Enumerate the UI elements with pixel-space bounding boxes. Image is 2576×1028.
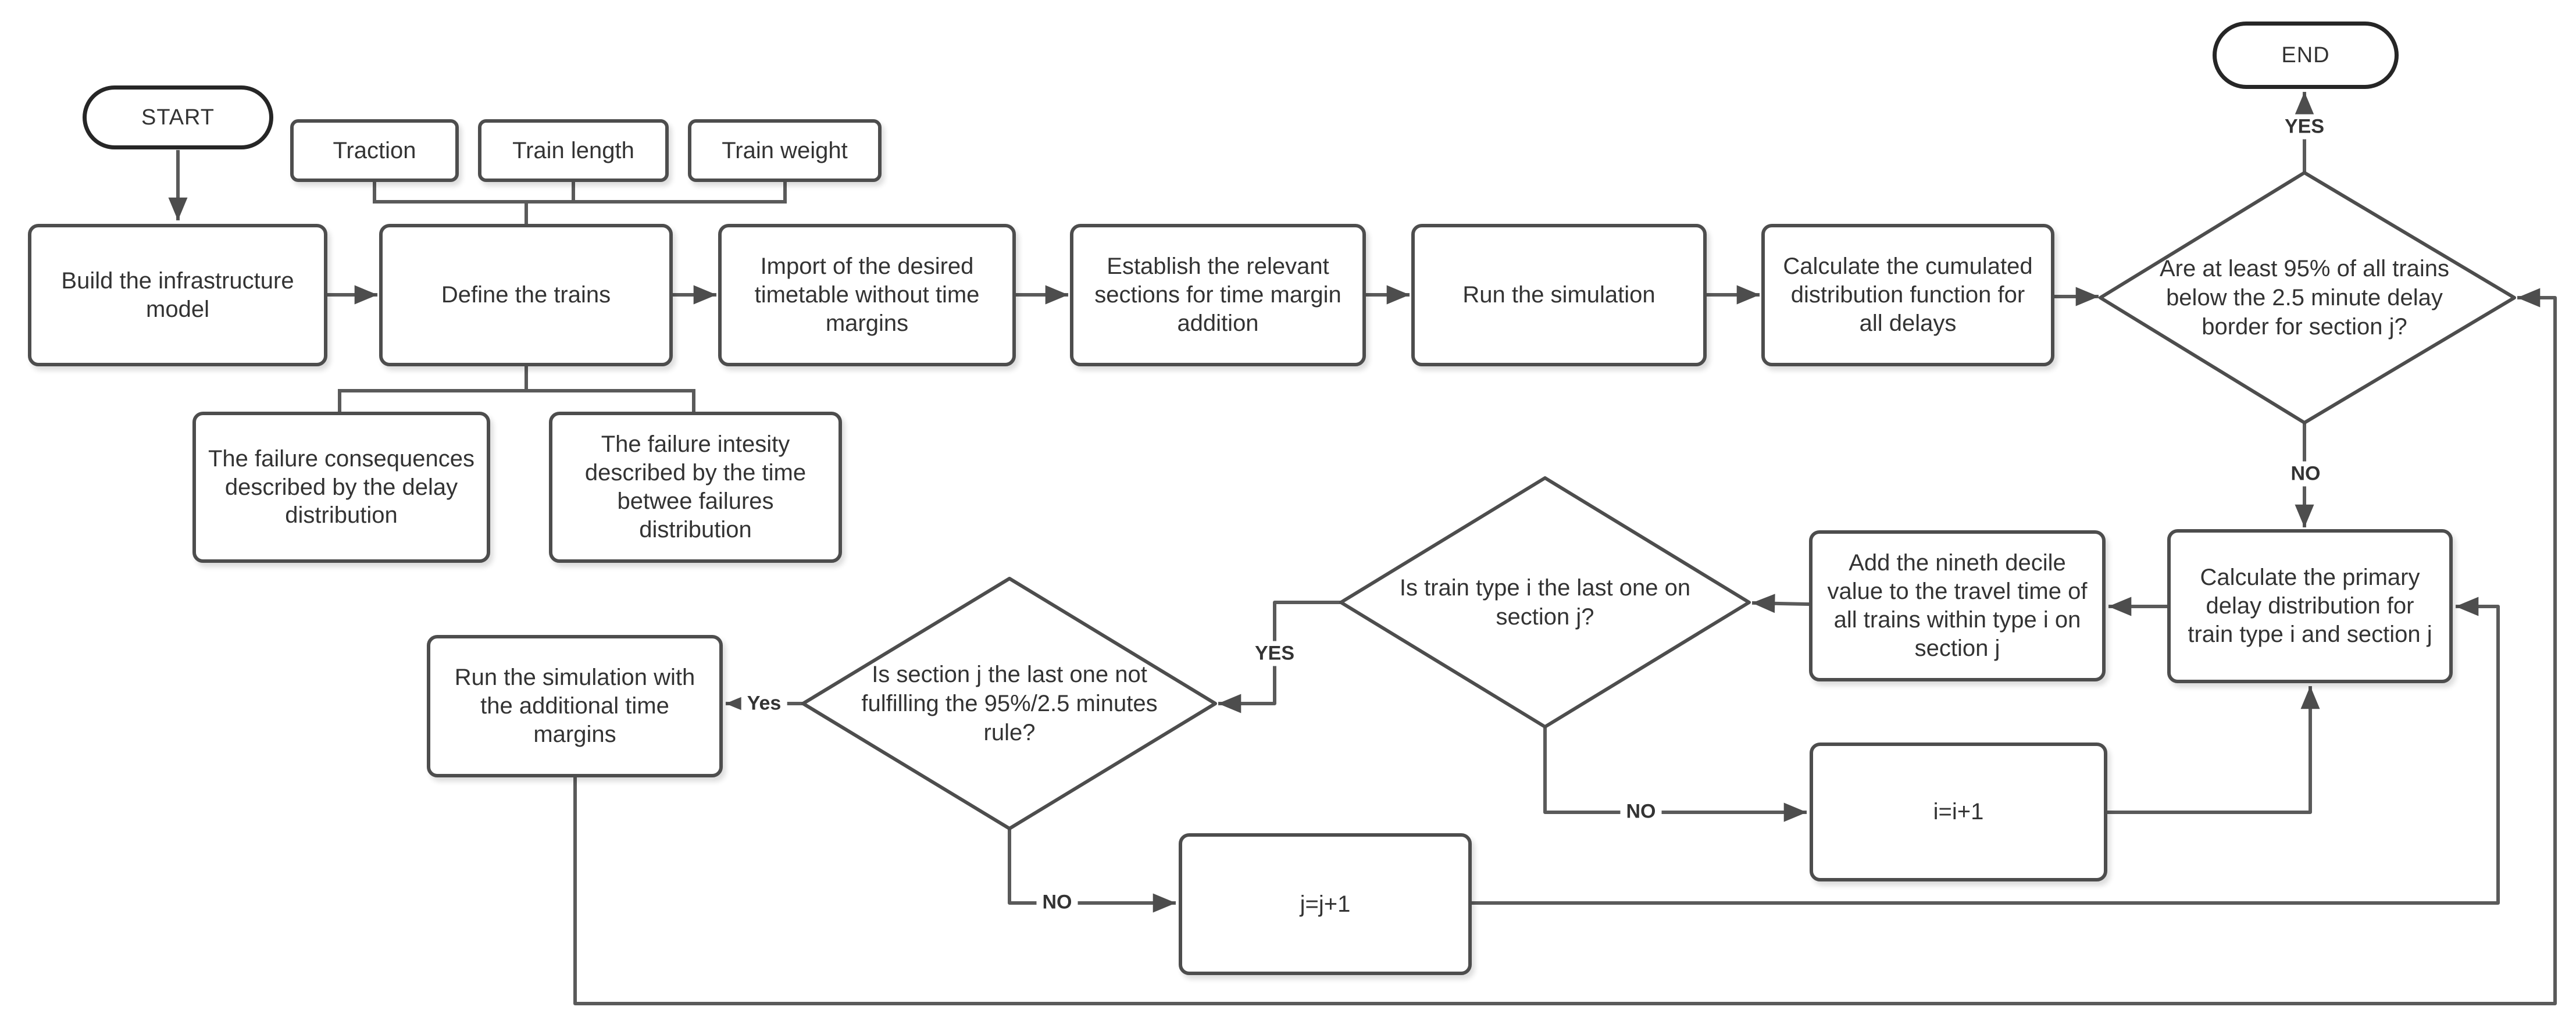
calc-primary-label: Calculate the primary delay distribution… [2188,565,2432,647]
decision-section-label: Is section j the last one not fulfilling… [861,662,1158,745]
train-length-node: Train length [478,119,669,182]
run-simulation-node: Run the simulation [1411,224,1707,366]
run-margins-node: Run the simulation with the additional t… [427,635,723,777]
decisionsection-yes-label: Yes [741,691,787,716]
calc-cumulated-node: Calculate the cumulated distribution fun… [1761,224,2054,366]
edge-decisionsection-no-to-j [1008,828,1176,913]
decisiontrain-yes-label: YES [1248,641,1301,666]
decisiontrain-no-label: NO [1620,799,1662,824]
end-node: END [2213,22,2399,89]
decision-95-shape [2099,171,2516,424]
i-increment-label: i=i+1 [1933,799,1984,825]
import-timetable-node: Import of the desired timetable without … [718,224,1016,366]
decision-train-type-shape [1339,476,1751,729]
run-margins-label: Run the simulation with the additional t… [454,665,695,747]
calc-primary-node: Calculate the primary delay distribution… [2167,529,2453,683]
decision-95-label: Are at least 95% of all trains below the… [2159,256,2450,340]
i-increment-node: i=i+1 [1810,743,2107,881]
start-label: START [141,105,215,130]
edge-i-loop-to-calcprimary [2107,686,2320,814]
add-nineth-decile-label: Add the nineth decile value to the trave… [1827,550,2088,661]
failure-intensity-label: The failure intesity described by the ti… [584,431,807,542]
establish-sections-label: Establish the relevant sections for time… [1094,254,1341,336]
edge-decisiontrain-no-to-i [1543,726,1807,822]
edge-j-loop-to-calcprimary [1471,597,2500,905]
decisionsection-no-label: NO [1036,890,1078,915]
decision95-yes-label: YES [2278,114,2331,140]
j-increment-node: j=j+1 [1179,833,1472,975]
import-timetable-label: Import of the desired timetable without … [754,254,980,336]
failure-consequences-label: The failure consequences described by th… [208,445,475,529]
define-trains-label: Define the trains [441,282,611,308]
run-simulation-label: Run the simulation [1462,282,1656,308]
add-nineth-decile-node: Add the nineth decile value to the trave… [1809,530,2106,681]
failure-intensity-node: The failure intesity described by the ti… [549,412,842,563]
traction-node: Traction [290,119,459,182]
build-infrastructure-label: Build the infrastructure model [61,267,294,322]
establish-sections-node: Establish the relevant sections for time… [1070,224,1366,366]
train-weight-node: Train weight [688,119,882,182]
j-increment-label: j=j+1 [1300,891,1351,917]
failure-consequences-node: The failure consequences described by th… [192,412,490,563]
train-length-label: Train length [512,137,634,163]
edge-runmargins-loop-to-decision95 [573,288,2557,1005]
train-weight-label: Train weight [722,137,848,163]
build-infrastructure-node: Build the infrastructure model [28,224,327,366]
decision95-no-label: NO [2285,461,2327,487]
traction-label: Traction [333,137,416,163]
end-label: END [2281,42,2330,67]
decision-section-shape [801,577,1217,830]
calc-cumulated-label: Calculate the cumulated distribution fun… [1783,254,2033,336]
decision-train-type-label: Is train type i the last one on section … [1399,575,1691,630]
edge-addnineth-to-decisiontrain [1751,594,1810,613]
define-trains-node: Define the trains [379,224,673,366]
start-node: START [83,85,273,149]
